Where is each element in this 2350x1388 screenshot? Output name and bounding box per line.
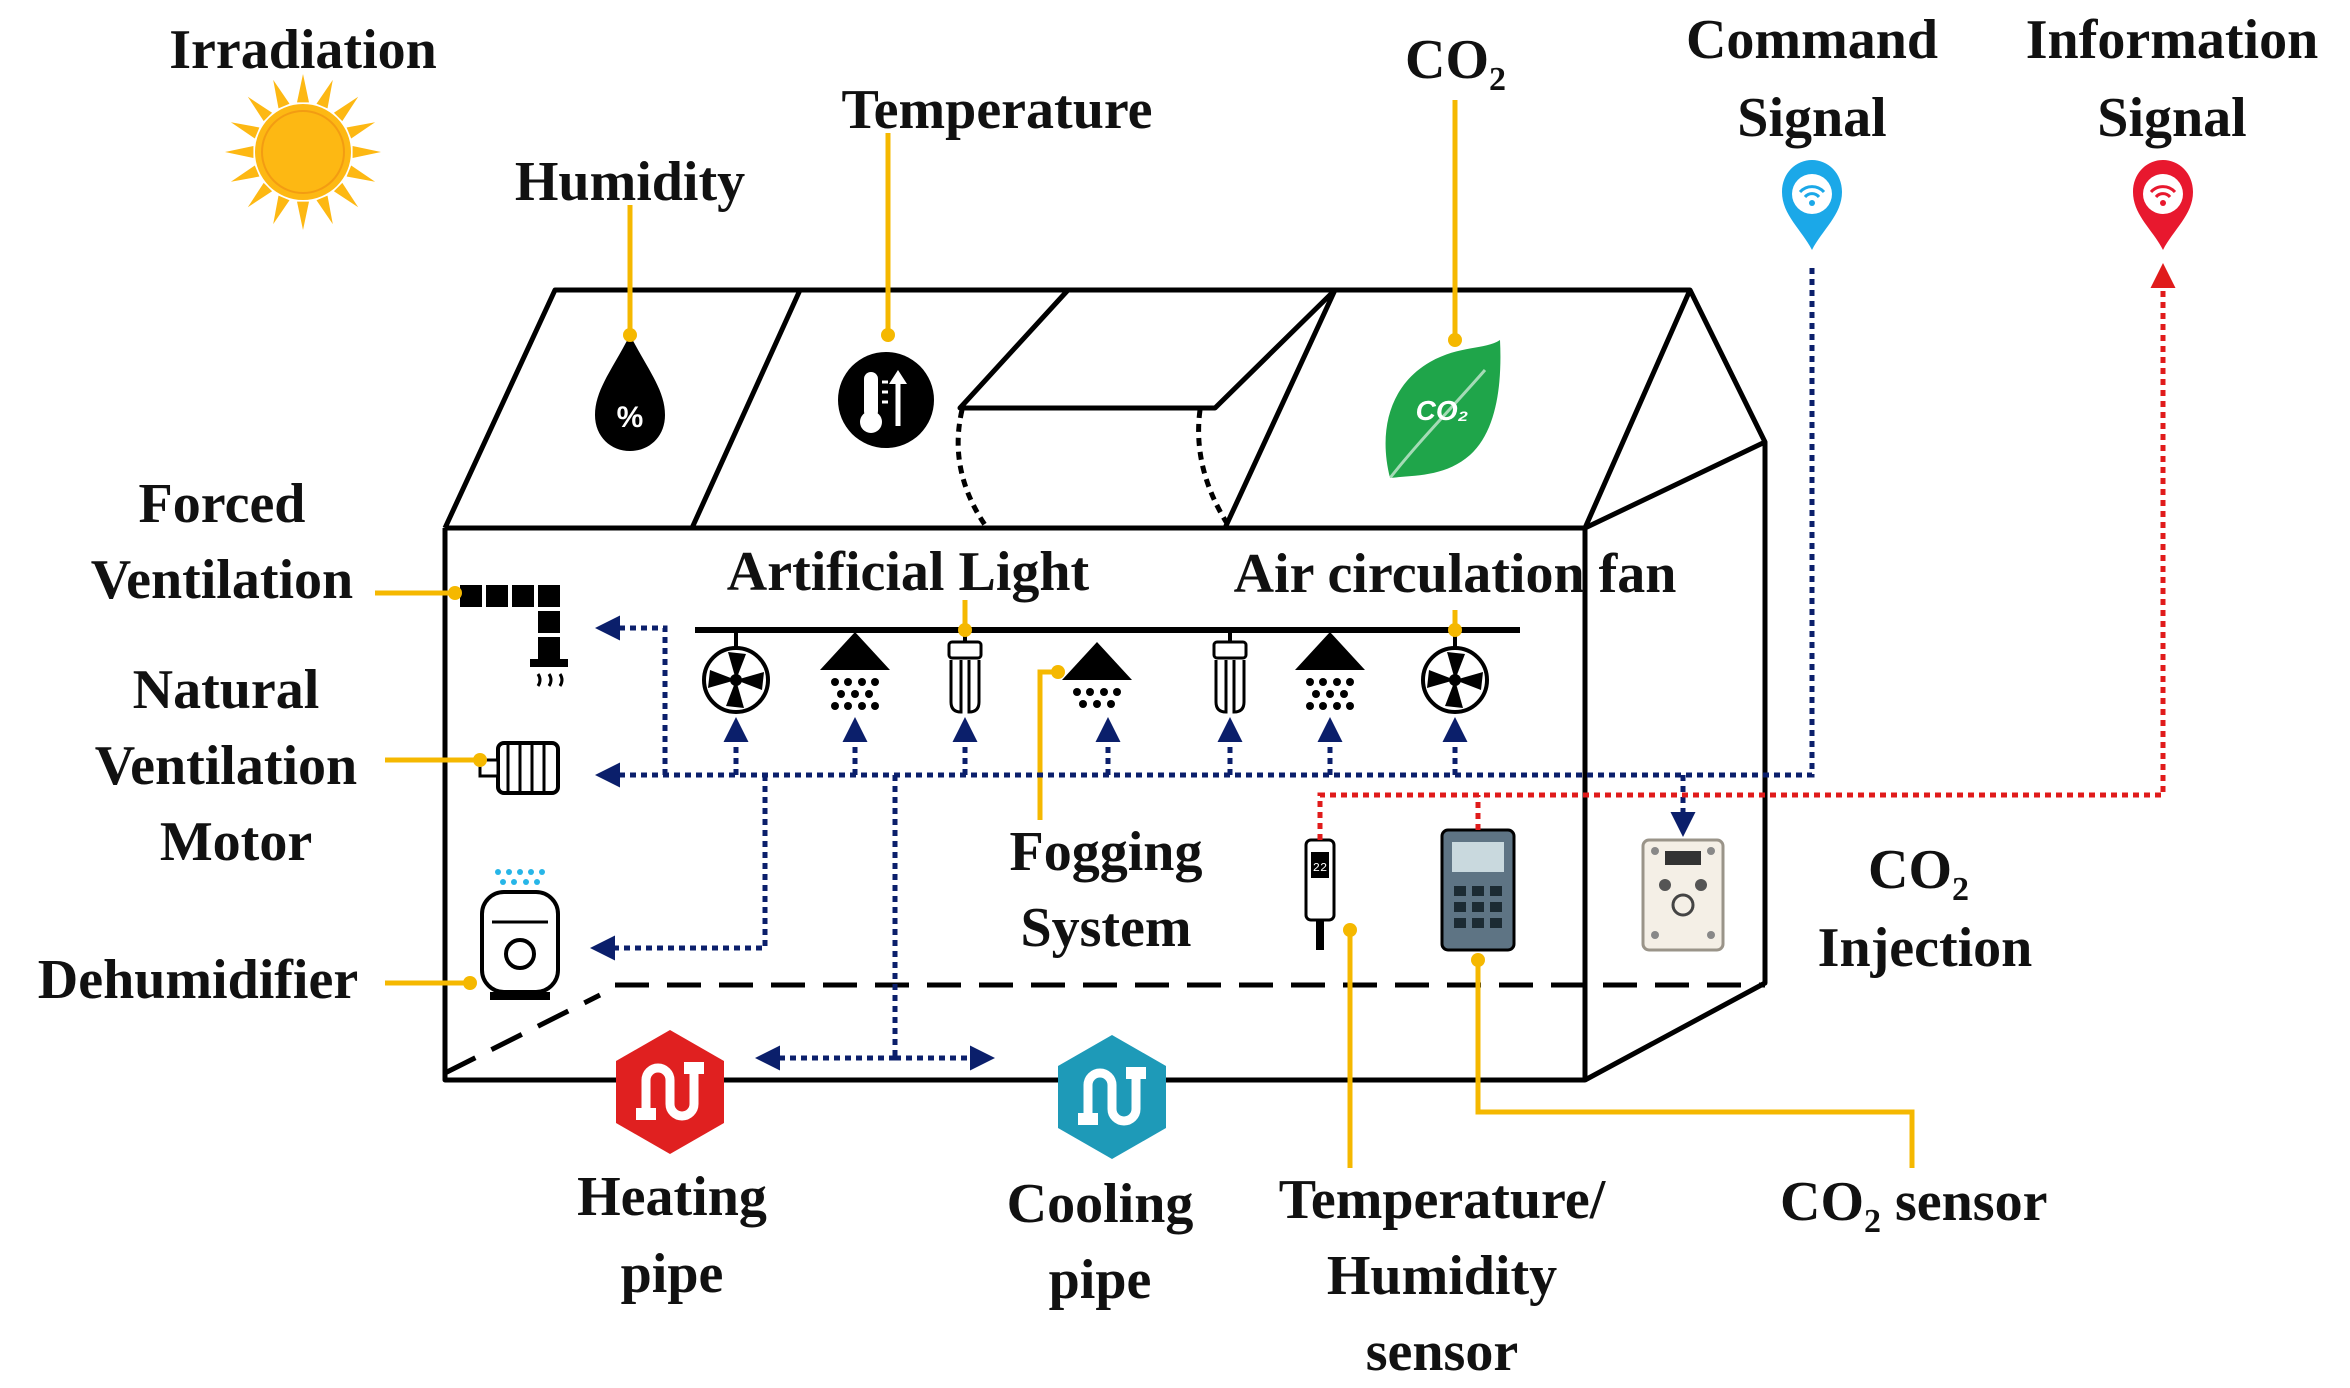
irradiation-label: Irradiation (169, 19, 437, 81)
cooling-pipe-icon (1058, 1035, 1166, 1159)
sun-ray (230, 165, 260, 182)
forced-ventilation-duct-icon (460, 585, 568, 687)
dehumidifier-icon (480, 869, 560, 1000)
natural-ventilation-label-line1: Natural (133, 659, 320, 721)
heating-pipe-icon (616, 1030, 724, 1154)
sun-ray (247, 182, 273, 208)
co2-leaf-icon: CO₂ (1385, 340, 1501, 479)
forced-ventilation-label-line2: Ventilation (91, 549, 353, 611)
svg-text:22: 22 (1313, 861, 1327, 875)
thermometer-icon (838, 352, 934, 448)
leader-lines (375, 100, 1915, 1168)
sun-ray (346, 165, 376, 182)
natural-ventilation-label-line3: Motor (160, 811, 312, 873)
information-signal-label-line1: Information (2026, 9, 2318, 71)
natural-ventilation-label-line2: Ventilation (95, 735, 357, 797)
information-signal-label-line2: Signal (2097, 87, 2246, 149)
artificial-light-label: Artificial Light (727, 541, 1090, 603)
temp-humidity-sensor-label-line3: sensor (1366, 1321, 1518, 1383)
sun-ray (297, 74, 309, 103)
fogging-nozzle-icon (1295, 632, 1365, 710)
greenhouse-structure (442, 287, 1768, 1083)
heating-pipe-label-line2: pipe (621, 1243, 724, 1305)
command-signal-label-line2: Signal (1737, 87, 1886, 149)
sun-ray (333, 182, 359, 208)
dehumidifier-label: Dehumidifier (38, 949, 358, 1011)
co2-controller-icon (1440, 828, 1516, 952)
command-signal-pin-icon (1782, 160, 1842, 250)
grow-lamp-icon (1212, 630, 1248, 714)
sun-ray (225, 146, 254, 158)
co2-injection-label-line1: CO2 (1868, 839, 1969, 908)
fan-icon (1421, 630, 1489, 714)
co2-sensor-label: CO2 sensor (1780, 1171, 2047, 1240)
vent-hinge-arcs (955, 409, 1233, 530)
sun-ray (273, 79, 290, 109)
fan-icon (702, 630, 770, 714)
sun-ray (316, 79, 333, 109)
cooling-pipe-label-line2: pipe (1049, 1249, 1152, 1311)
humidity-label: Humidity (515, 151, 745, 213)
grow-lamp-icon (947, 630, 983, 714)
command-signal-label-line1: Command (1686, 9, 1938, 71)
humidity-drop-icon: % (595, 335, 665, 451)
leader-dots (448, 328, 1485, 990)
labels: Irradiation Humidity Temperature CO2 Com… (38, 9, 2318, 1383)
temp-humidity-sensor-label-line1: Temperature/ (1279, 1169, 1607, 1231)
forced-ventilation-label-line1: Forced (139, 473, 306, 535)
sun-ray (316, 195, 333, 225)
sun-ray (352, 146, 381, 158)
sun-ray (333, 96, 359, 122)
co2-injection-label-line2: Injection (1818, 917, 2033, 979)
fogging-nozzle-icon (820, 632, 890, 710)
co2-label: CO2 (1405, 29, 1506, 98)
fogging-system-label-line1: Fogging (1010, 821, 1203, 883)
fogging-system-label-line2: System (1020, 897, 1191, 959)
cooling-pipe-label-line1: Cooling (1007, 1173, 1194, 1235)
information-signal-pin-icon (2133, 160, 2193, 250)
information-signal-lines (1317, 263, 2176, 840)
temperature-label: Temperature (841, 79, 1152, 141)
svg-text:CO₂: CO₂ (1416, 395, 1469, 426)
sun-icon (225, 74, 381, 230)
air-circulation-fan-label: Air circulation fan (1234, 543, 1677, 605)
svg-text:%: % (617, 401, 644, 434)
sun-ray (247, 96, 273, 122)
sun-ray (273, 195, 290, 225)
co2-injection-controller-icon (1641, 838, 1725, 952)
ventilation-motor-icon (478, 741, 560, 795)
heating-pipe-label-line1: Heating (577, 1166, 767, 1228)
sun-ray (297, 201, 309, 230)
sun-ray (346, 122, 376, 139)
fogging-nozzle-icon (1062, 642, 1132, 708)
command-signal-lines (590, 268, 1815, 1071)
temp-humidity-sensor-label-line2: Humidity (1327, 1245, 1557, 1307)
sun-ray (230, 122, 260, 139)
temperature-humidity-sensor-icon: 22 (1304, 838, 1336, 950)
floor-dashed (443, 982, 1765, 1076)
